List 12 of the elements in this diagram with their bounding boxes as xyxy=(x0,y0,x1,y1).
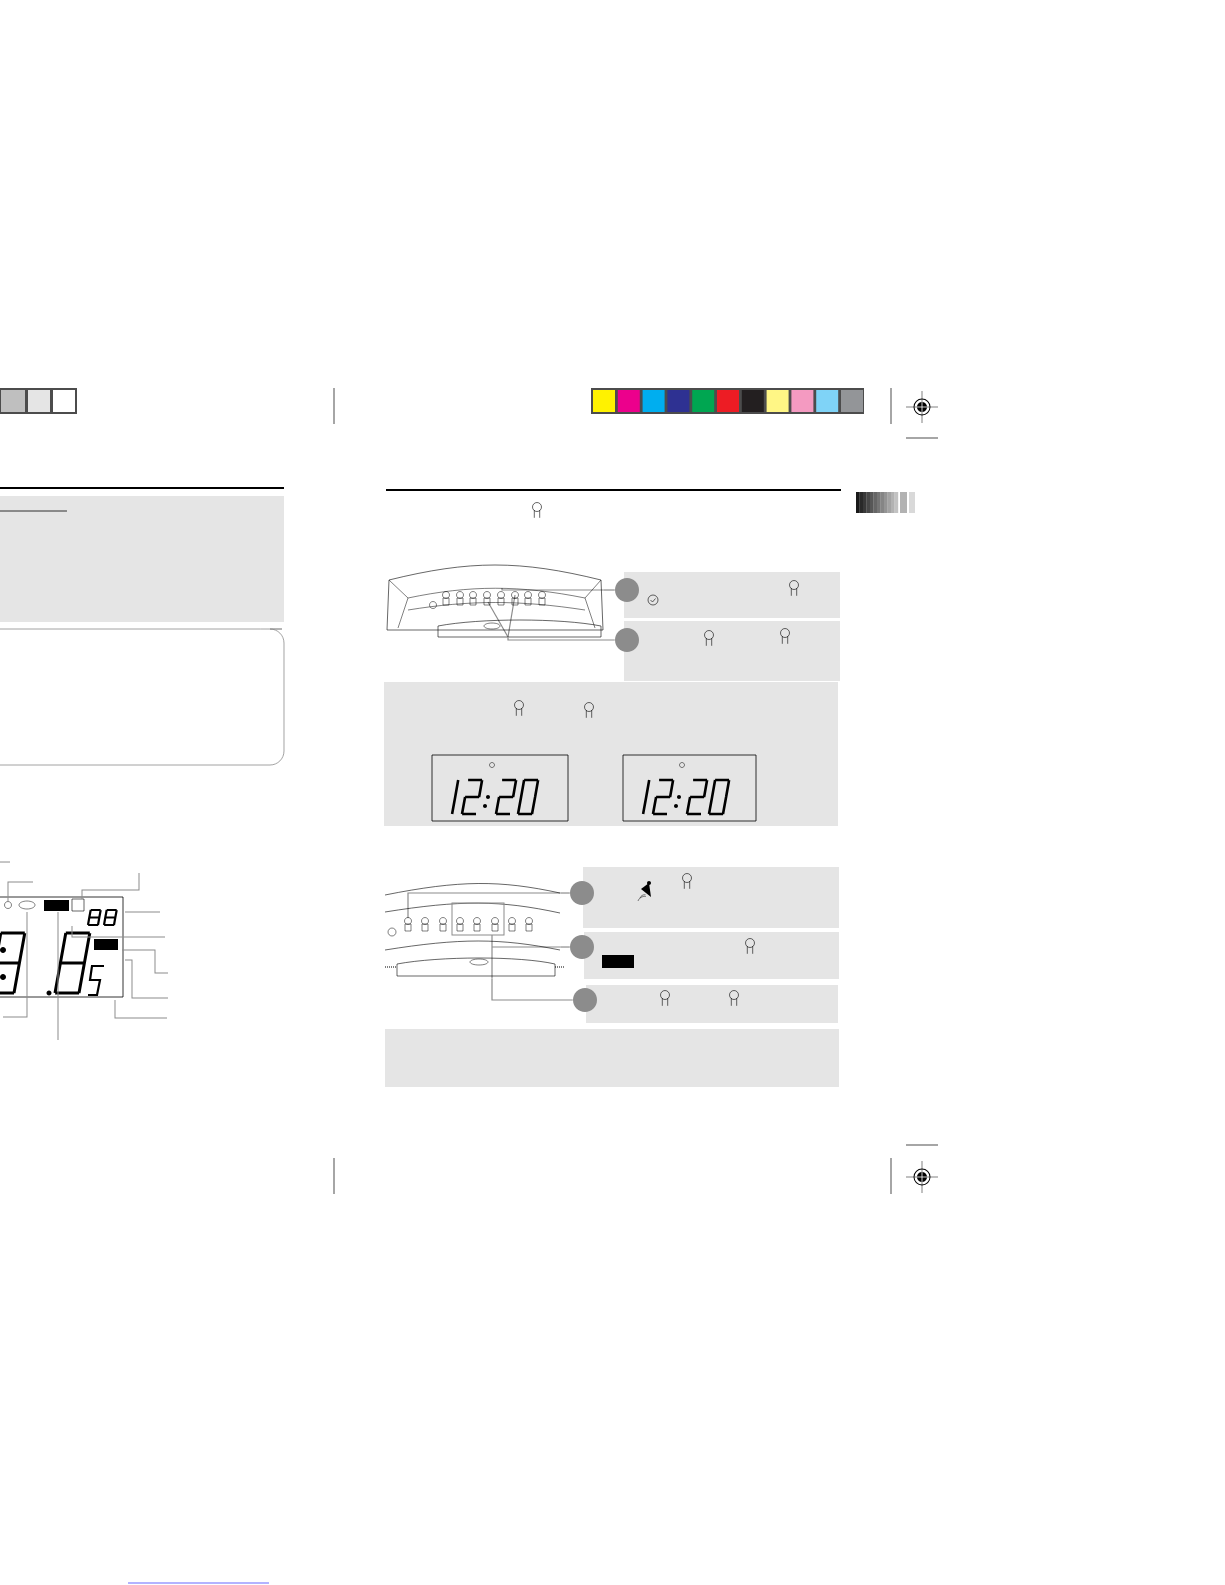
step-circle xyxy=(573,988,597,1012)
step-circle xyxy=(615,578,639,602)
leader-line xyxy=(559,946,571,948)
leader-line xyxy=(507,636,616,641)
clock-radio-drawing xyxy=(384,883,566,979)
step-circle xyxy=(570,881,594,905)
clock-radio-drawing xyxy=(386,564,604,638)
leader-line xyxy=(602,589,616,591)
step-circle xyxy=(570,935,594,959)
leader-line xyxy=(491,977,574,1001)
step-circle xyxy=(615,628,639,652)
leader-line xyxy=(559,892,571,894)
